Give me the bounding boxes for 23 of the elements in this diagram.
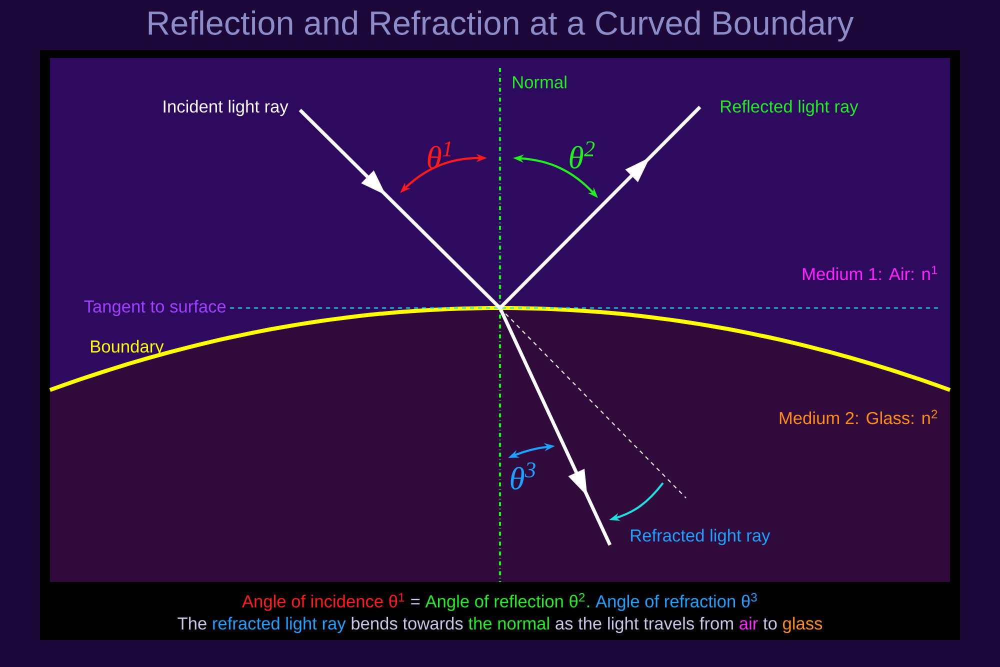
caption-text: the normal (468, 616, 549, 630)
normal-label: Normal (513, 76, 566, 88)
caption-text: bends towards (352, 616, 463, 630)
ray-label: Incident light ray (164, 100, 288, 116)
caption-text: = (411, 598, 420, 604)
caption-text: air (740, 616, 758, 630)
angle-label: θ$^{3}$ (510, 462, 536, 490)
tangent-label: Tangent to surface (84, 300, 226, 316)
caption-text: Angle of reflection θ$^{2}$. (425, 593, 590, 611)
caption-text: refracted light ray (213, 616, 346, 634)
caption-text: as the light travels from (556, 616, 733, 634)
caption-text: The (178, 616, 206, 630)
caption-text: Angle of incidence θ$^{1}$ (242, 593, 404, 611)
caption-text: to (763, 618, 777, 630)
title: Reflection and Refraction at a Curved Boundary (148, 10, 854, 42)
caption-text: Angle of refraction θ$^{3}$ (596, 593, 757, 611)
medium-label: Medium 1: Air: n$^{1}$ (803, 266, 938, 280)
medium-label: Medium 2: Glass: n$^{2}$ (780, 410, 938, 424)
ray-label: Reflected light ray (721, 100, 858, 116)
boundary-label: Boundary (91, 340, 164, 356)
caption-text: glass (783, 616, 822, 634)
ray-label: Refracted light ray (631, 528, 770, 546)
angle-label: θ$^{2}$ (570, 141, 595, 169)
